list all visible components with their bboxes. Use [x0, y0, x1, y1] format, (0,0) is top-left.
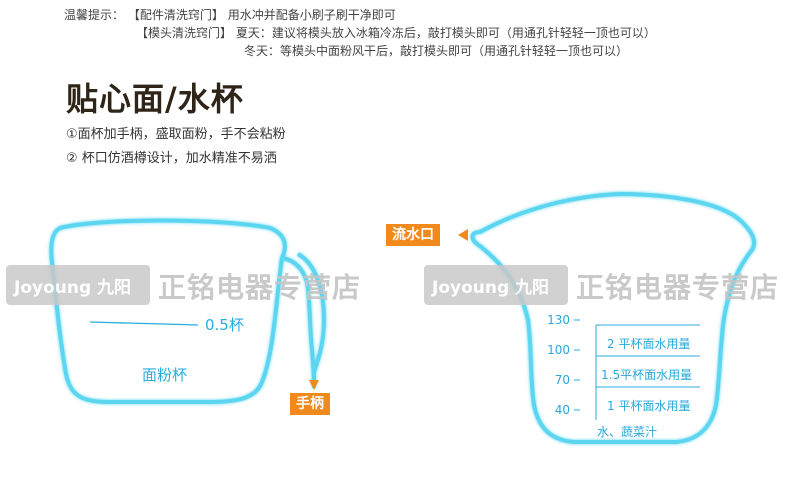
handle-arrow-icon	[309, 380, 319, 390]
tips-row-2: 【模头清洗窍门】 夏天：建议将模头放入冰箱冷冻后，敲打模头即可（用通孔针轻轻一顶…	[136, 25, 656, 41]
flour-cup-handle	[281, 252, 327, 389]
scale-label-2: 2 平杯面水用量	[607, 337, 691, 351]
feature-1: ①面杯加手柄，盛取面粉，手不会粘粉	[66, 127, 286, 142]
tips-row-1: 温馨提示： 【配件清洗窍门】 用水冲并配备小刷子刷干净即可	[64, 7, 396, 23]
watermark-logo-left: Joyoung 九阳	[6, 265, 150, 305]
scale-value-70: 70	[554, 373, 570, 387]
tips-row2-text: 夏天：建议将模头放入冰箱冷冻后，敲打模头即可（用通孔针轻轻一顶也可以）	[235, 26, 656, 40]
water-cup-outline	[470, 191, 757, 444]
tips-row1-key: 【配件清洗窍门】	[127, 8, 224, 22]
handle-tag: 手柄	[290, 393, 330, 415]
spout-tag: 流水口	[386, 224, 440, 246]
flour-cup-mark-label: 0.5杯	[205, 316, 244, 334]
flour-cup-fill-line	[89, 321, 199, 326]
scale-value-100: 100	[547, 343, 570, 357]
scale-label-1-5: 1.5平杯面水用量	[601, 368, 693, 382]
watermark-logo-right: Joyoung 九阳	[424, 265, 568, 305]
tips-row3-text: 冬天：等模头中面粉风干后，敲打模头即可（用通孔针轻轻一顶也可以）	[244, 44, 629, 58]
scale-label-1: 1 平杯面水用量	[607, 399, 691, 413]
page-title: 贴心面/水杯	[66, 80, 244, 118]
watermark-store-right: 正铭电器专营店	[576, 271, 780, 304]
water-scale-lines	[574, 319, 700, 420]
tips-row1-text: 用水冲并配备小刷子刷干净即可	[227, 8, 396, 22]
tips-prefix: 温馨提示：	[64, 8, 125, 22]
flour-cup-label: 面粉杯	[142, 366, 188, 384]
feature-2: ② 杯口仿酒樽设计，加水精准不易洒	[66, 151, 277, 166]
water-cup-bottom-label: 水、蔬菜汁	[597, 425, 658, 439]
spout-arrow-icon	[458, 229, 468, 241]
tips-row2-key: 【模头清洗窍门】	[136, 26, 233, 40]
tips-row-3: 冬天：等模头中面粉风干后，敲打模头即可（用通孔针轻轻一顶也可以）	[244, 43, 628, 59]
watermark-store-left: 正铭电器专营店	[158, 271, 362, 304]
scale-value-40: 40	[554, 403, 570, 417]
scale-value-130: 130	[547, 313, 570, 327]
